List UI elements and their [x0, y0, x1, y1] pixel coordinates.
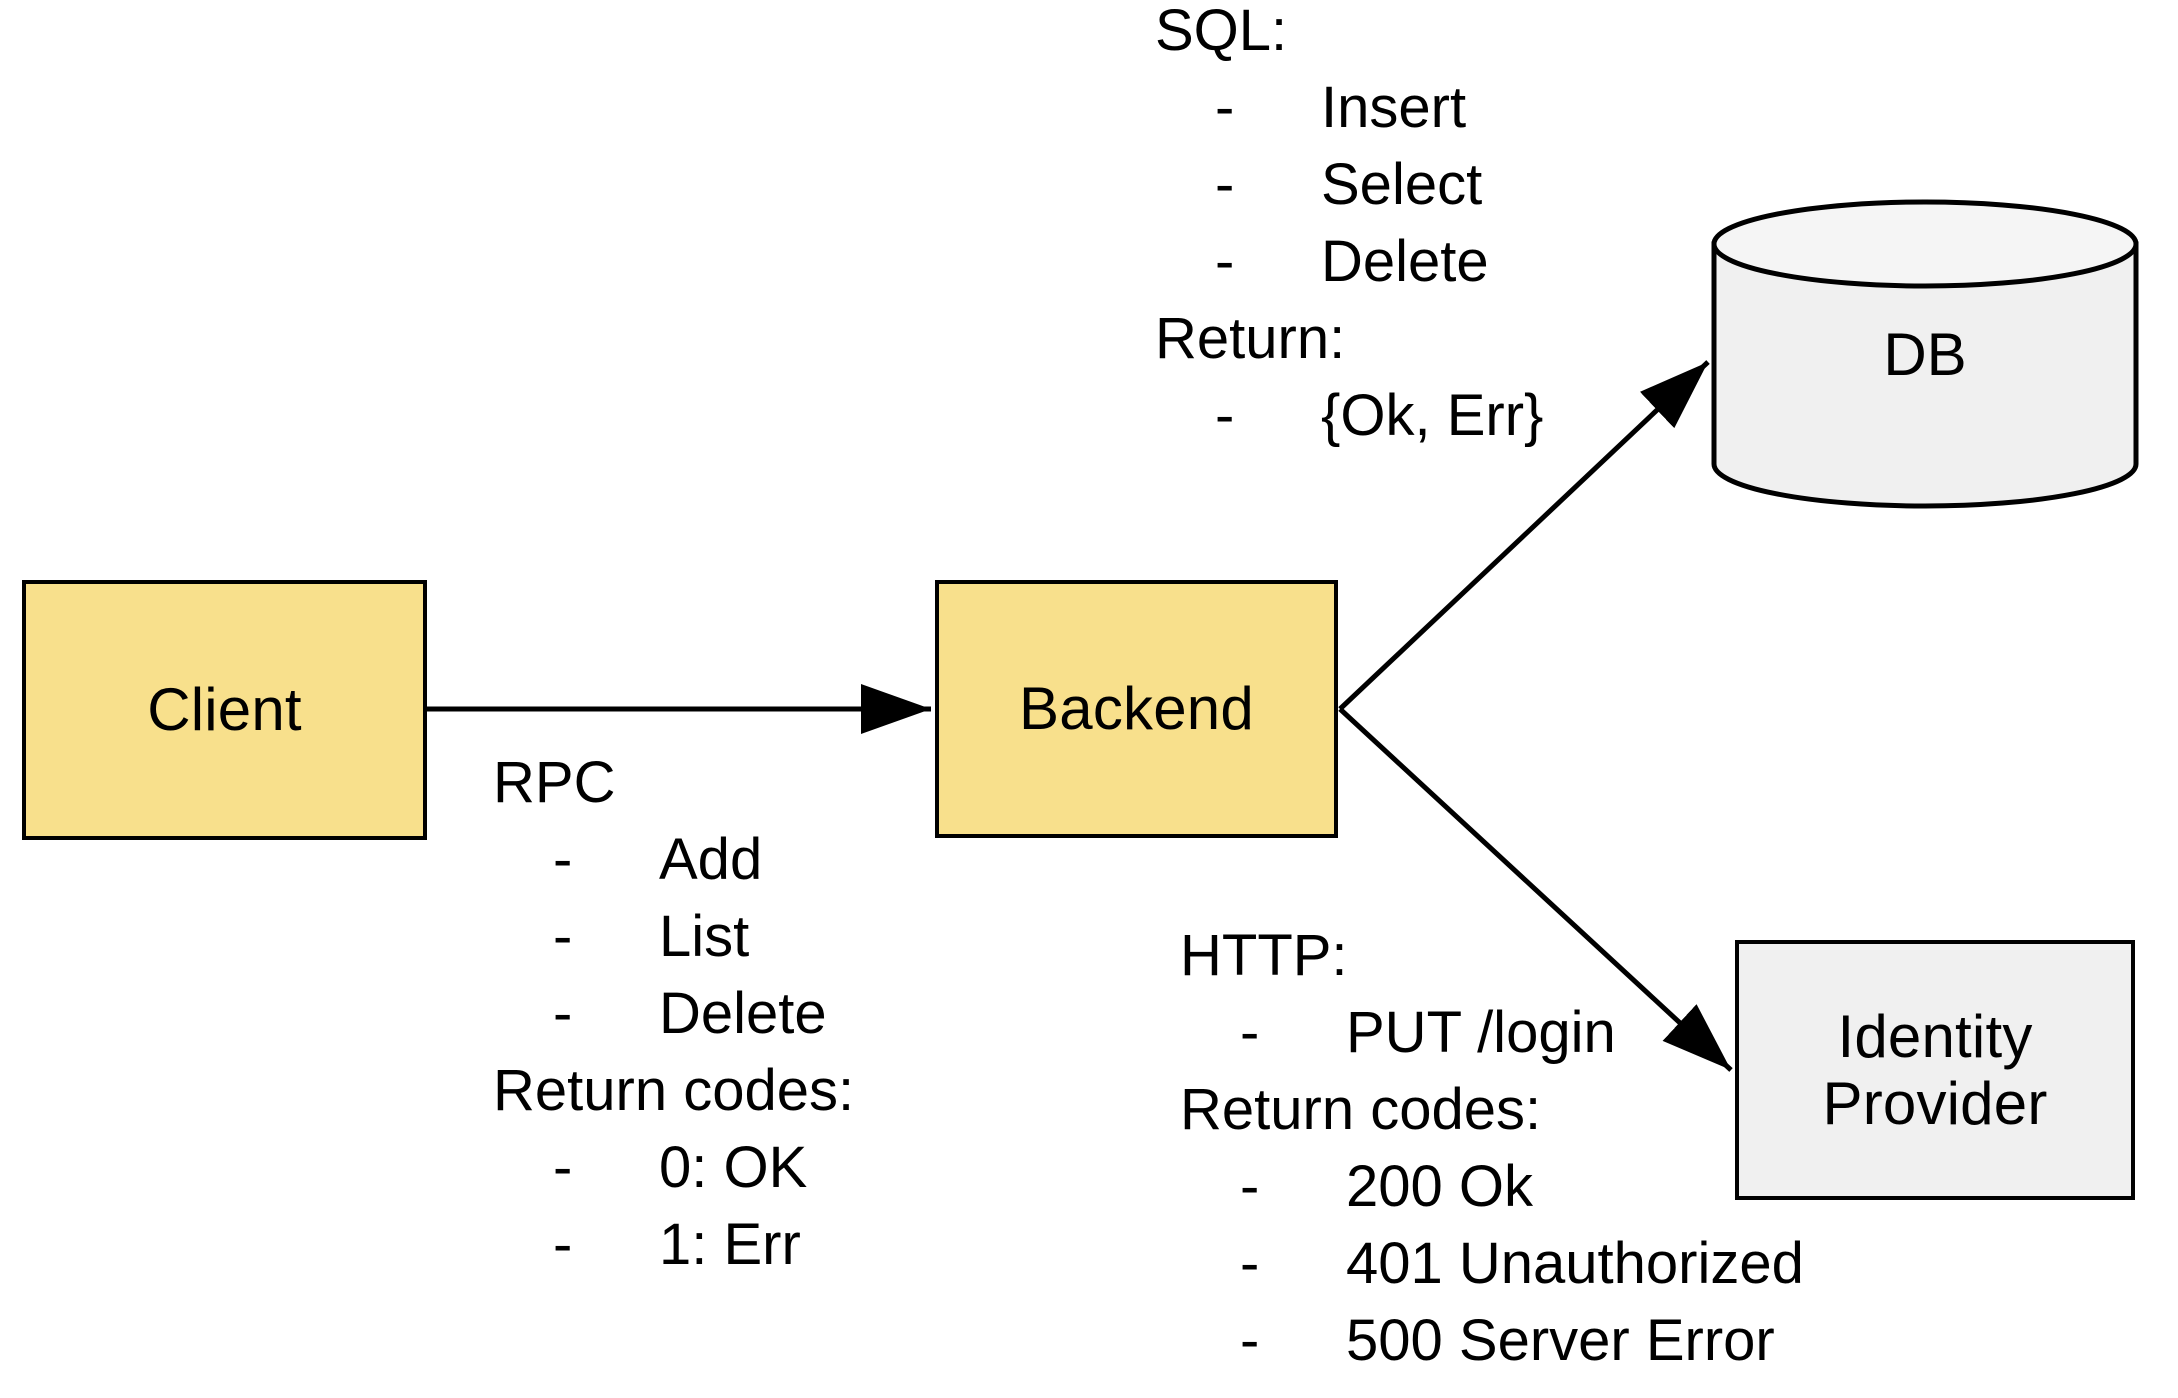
database-cylinder-icon: [1711, 199, 2139, 509]
annotation-rpc-item: - Add: [493, 821, 854, 898]
annotation-rpc-heading: RPC: [493, 750, 616, 815]
annotation-rpc-return-item-label: 0: OK: [659, 1135, 808, 1200]
bullet-dash: -: [553, 904, 573, 969]
edge-backend-to-idp: [1338, 707, 1733, 1072]
annotation-sql-item-label: Delete: [1321, 229, 1489, 294]
bullet-dash: -: [553, 1135, 573, 1200]
annotation-http-return-item: - 401 Unauthorized: [1180, 1225, 1804, 1302]
annotation-sql-item: - Delete: [1155, 223, 1489, 300]
annotation-sql-heading: SQL:: [1155, 0, 1288, 63]
annotation-http-return-item: - 200 Ok: [1180, 1148, 1541, 1225]
bullet-dash: -: [1240, 1154, 1260, 1219]
annotation-sql-return-item: - {Ok, Err}: [1155, 377, 1543, 454]
bullet-dash: -: [1240, 1000, 1260, 1065]
annotation-rpc-return-item: - 0: OK: [493, 1129, 854, 1206]
bullet-dash: -: [1240, 1308, 1260, 1373]
annotation-rpc: RPC - Add - List - Delete Return codes: …: [493, 744, 854, 1283]
node-identity-provider-label: Identity Provider: [1822, 1002, 2048, 1137]
annotation-rpc-item: - List: [493, 898, 854, 975]
annotation-sql-return-heading: Return:: [1155, 306, 1346, 371]
node-client-label: Client: [147, 676, 302, 744]
annotation-sql-item: - Select: [1155, 146, 1482, 223]
annotation-sql-item: - Insert: [1155, 69, 1466, 146]
node-db[interactable]: DB: [1710, 198, 2140, 510]
bullet-dash: -: [1240, 1231, 1260, 1296]
annotation-rpc-item-label: Add: [659, 827, 763, 892]
bullet-dash: -: [1215, 152, 1235, 217]
annotation-http-return-item-label: 500 Server Error: [1346, 1308, 1775, 1373]
bullet-dash: -: [553, 981, 573, 1046]
node-backend[interactable]: Backend: [935, 580, 1338, 838]
annotation-http-heading: HTTP:: [1180, 923, 1348, 988]
annotation-http: HTTP: - PUT /login Return codes: - 200 O…: [1180, 917, 1804, 1379]
annotation-rpc-return-item-label: 1: Err: [659, 1212, 801, 1277]
annotation-sql-item-label: Select: [1321, 152, 1483, 217]
annotation-rpc-item: - Delete: [493, 975, 854, 1052]
bullet-dash: -: [1215, 75, 1235, 140]
node-backend-label: Backend: [1019, 675, 1254, 743]
bullet-dash: -: [1215, 383, 1235, 448]
annotation-rpc-return-heading: Return codes:: [493, 1058, 855, 1123]
annotation-sql: SQL: - Insert - Select - Delete Return: …: [1155, 0, 1543, 454]
annotation-rpc-item-label: Delete: [659, 981, 827, 1046]
edge-backend-to-db: [1338, 360, 1710, 711]
annotation-sql-item-label: Insert: [1321, 75, 1467, 140]
bullet-dash: -: [553, 1212, 573, 1277]
annotation-http-return-heading: Return codes:: [1180, 1077, 1542, 1142]
bullet-dash: -: [553, 827, 573, 892]
annotation-http-item: - PUT /login: [1180, 994, 1616, 1071]
annotation-rpc-item-label: List: [659, 904, 750, 969]
annotation-sql-return-item-label: {Ok, Err}: [1321, 383, 1544, 448]
annotation-http-return-item: - 500 Server Error: [1180, 1302, 1775, 1379]
node-client[interactable]: Client: [22, 580, 427, 840]
annotation-http-return-item-label: 401 Unauthorized: [1346, 1231, 1804, 1296]
annotation-rpc-return-item: - 1: Err: [493, 1206, 854, 1283]
annotation-http-return-item-label: 200 Ok: [1346, 1154, 1533, 1219]
annotation-http-item-label: PUT /login: [1346, 1000, 1616, 1065]
node-identity-provider[interactable]: Identity Provider: [1735, 940, 2135, 1200]
bullet-dash: -: [1215, 229, 1235, 294]
node-db-label: DB: [1883, 320, 1967, 388]
